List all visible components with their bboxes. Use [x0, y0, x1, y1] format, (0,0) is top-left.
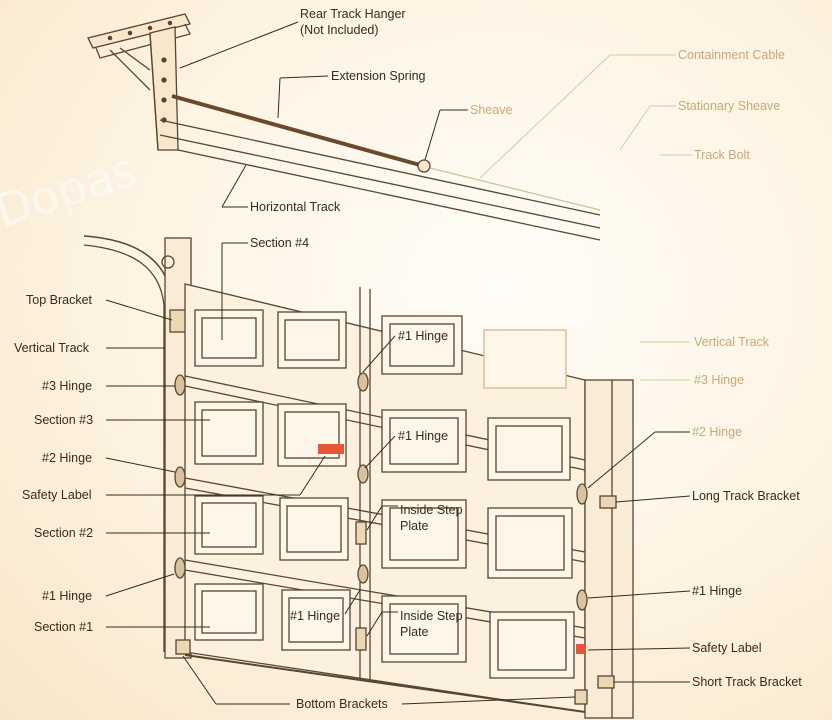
inside-step-plate-upper — [355, 521, 367, 545]
right-vertical-track — [584, 379, 634, 719]
label-track-bolt: Track Bolt — [694, 148, 750, 162]
label-hinge-2-right: #2 Hinge — [692, 425, 742, 439]
hinge-2-left-icon — [174, 466, 186, 488]
safety-label-left-swatch — [318, 444, 344, 454]
label-rear-track-hanger: Rear Track Hanger — [300, 7, 406, 21]
label-inside-step-plate-upper-1: Inside Step — [400, 503, 463, 517]
label-section-2: Section #2 — [34, 526, 93, 540]
label-hinge-3-right: #3 Hinge — [694, 373, 744, 387]
hinge-right-2-icon — [576, 483, 588, 505]
hinge-center-1-icon — [357, 564, 369, 584]
watermark-text: Dopas — [0, 142, 143, 238]
label-extension-spring: Extension Spring — [331, 69, 426, 83]
label-inside-step-plate-upper-2: Plate — [400, 519, 429, 533]
bottom-bracket-right — [574, 689, 588, 705]
label-hinge-3: #3 Hinge — [42, 379, 92, 393]
horizontal-track — [159, 119, 601, 241]
label-safety-label-left: Safety Label — [22, 488, 92, 502]
garage-door — [83, 235, 634, 719]
label-section-3: Section #3 — [34, 413, 93, 427]
label-inside-step-plate-lower-1: Inside Step — [400, 609, 463, 623]
safety-label-right-swatch — [576, 644, 586, 654]
label-vertical-track-left: Vertical Track — [14, 341, 90, 355]
hinge-3-left-icon — [174, 374, 186, 396]
label-long-track-bracket: Long Track Bracket — [692, 489, 800, 503]
label-vertical-track-right: Vertical Track — [694, 335, 770, 349]
section-2-panels — [194, 495, 573, 579]
faint-leader-lines — [479, 54, 692, 381]
upper-track-assembly — [87, 13, 601, 241]
hinge-right-1-icon — [576, 589, 588, 611]
label-hinge-1-right: #1 Hinge — [692, 584, 742, 598]
section-1-panels — [194, 583, 575, 679]
hinge-center-2-icon — [357, 464, 369, 484]
hinges — [174, 372, 588, 611]
label-hinge-1-low-center: #1 Hinge — [290, 609, 340, 623]
label-short-track-bracket: Short Track Bracket — [692, 675, 802, 689]
label-section-1: Section #1 — [34, 620, 93, 634]
label-hinge-1-mid-center: #1 Hinge — [398, 429, 448, 443]
sheave-icon — [417, 159, 431, 173]
rear-track-hanger — [87, 13, 191, 151]
label-hinge-1-top-center: #1 Hinge — [398, 329, 448, 343]
leader-lines — [105, 21, 691, 705]
label-stationary-sheave: Stationary Sheave — [678, 99, 780, 113]
short-track-bracket — [597, 675, 615, 689]
label-horizontal-track: Horizontal Track — [250, 200, 341, 214]
label-top-bracket: Top Bracket — [26, 293, 93, 307]
label-bottom-brackets: Bottom Brackets — [296, 697, 388, 711]
hinge-1-left-icon — [174, 557, 186, 579]
label-containment-cable: Containment Cable — [678, 48, 785, 62]
labels: Rear Track Hanger (Not Included) Extensi… — [14, 7, 802, 711]
label-safety-label-right: Safety Label — [692, 641, 762, 655]
extension-spring — [171, 94, 421, 167]
label-rear-track-hanger-note: (Not Included) — [300, 23, 379, 37]
label-hinge-1-left: #1 Hinge — [42, 589, 92, 603]
label-inside-step-plate-lower-2: Plate — [400, 625, 429, 639]
hinge-center-3-icon — [357, 372, 369, 392]
label-hinge-2-left: #2 Hinge — [42, 451, 92, 465]
section-3-panels — [194, 401, 571, 481]
bottom-bracket-left — [175, 639, 191, 655]
label-section-4: Section #4 — [250, 236, 309, 250]
section-4-panels — [194, 309, 567, 389]
inside-step-plate-lower — [355, 627, 367, 651]
long-track-bracket — [599, 495, 617, 509]
label-sheave: Sheave — [470, 103, 512, 117]
